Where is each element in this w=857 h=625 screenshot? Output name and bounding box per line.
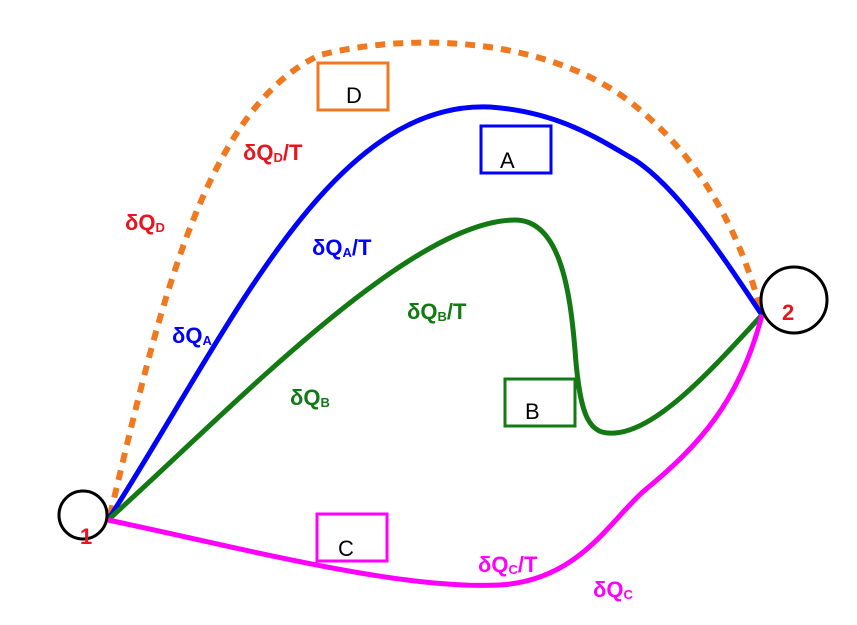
box-d-label: D [346, 83, 362, 108]
box-a: A [479, 124, 553, 175]
box-c-label: C [338, 536, 354, 561]
box-b-label: B [525, 399, 540, 424]
path-b-curve [106, 217, 764, 522]
box-c: C [315, 512, 389, 563]
label-dq-a-over-t: δQA/T [312, 235, 372, 260]
box-b: B [503, 377, 577, 428]
node-start-circle [57, 489, 109, 541]
box-b-frame [503, 377, 577, 428]
path-a-curve [105, 104, 765, 522]
path-d-curve [107, 39, 765, 516]
box-d-frame [316, 61, 390, 112]
label-dq-d-over-t: δQD/T [243, 140, 303, 165]
box-a-frame [479, 124, 553, 175]
box-d: D [316, 61, 390, 112]
label-dq-d: δQD [125, 210, 165, 235]
node-end-circle [759, 265, 829, 335]
node-start-label: 1 [80, 524, 92, 549]
label-dq-c: δQC [593, 577, 633, 602]
label-dq-a: δQA [172, 323, 212, 348]
node-end: 2 [759, 265, 829, 335]
box-a-label: A [500, 148, 515, 173]
node-end-label: 2 [782, 300, 794, 325]
label-dq-c-over-t: δQC/T [478, 552, 538, 577]
label-dq-b: δQB [290, 385, 330, 410]
box-c-frame [315, 512, 389, 563]
path-c-curve [107, 314, 765, 588]
node-start: 1 [57, 489, 109, 549]
label-dq-b-over-t: δQB/T [407, 299, 467, 324]
